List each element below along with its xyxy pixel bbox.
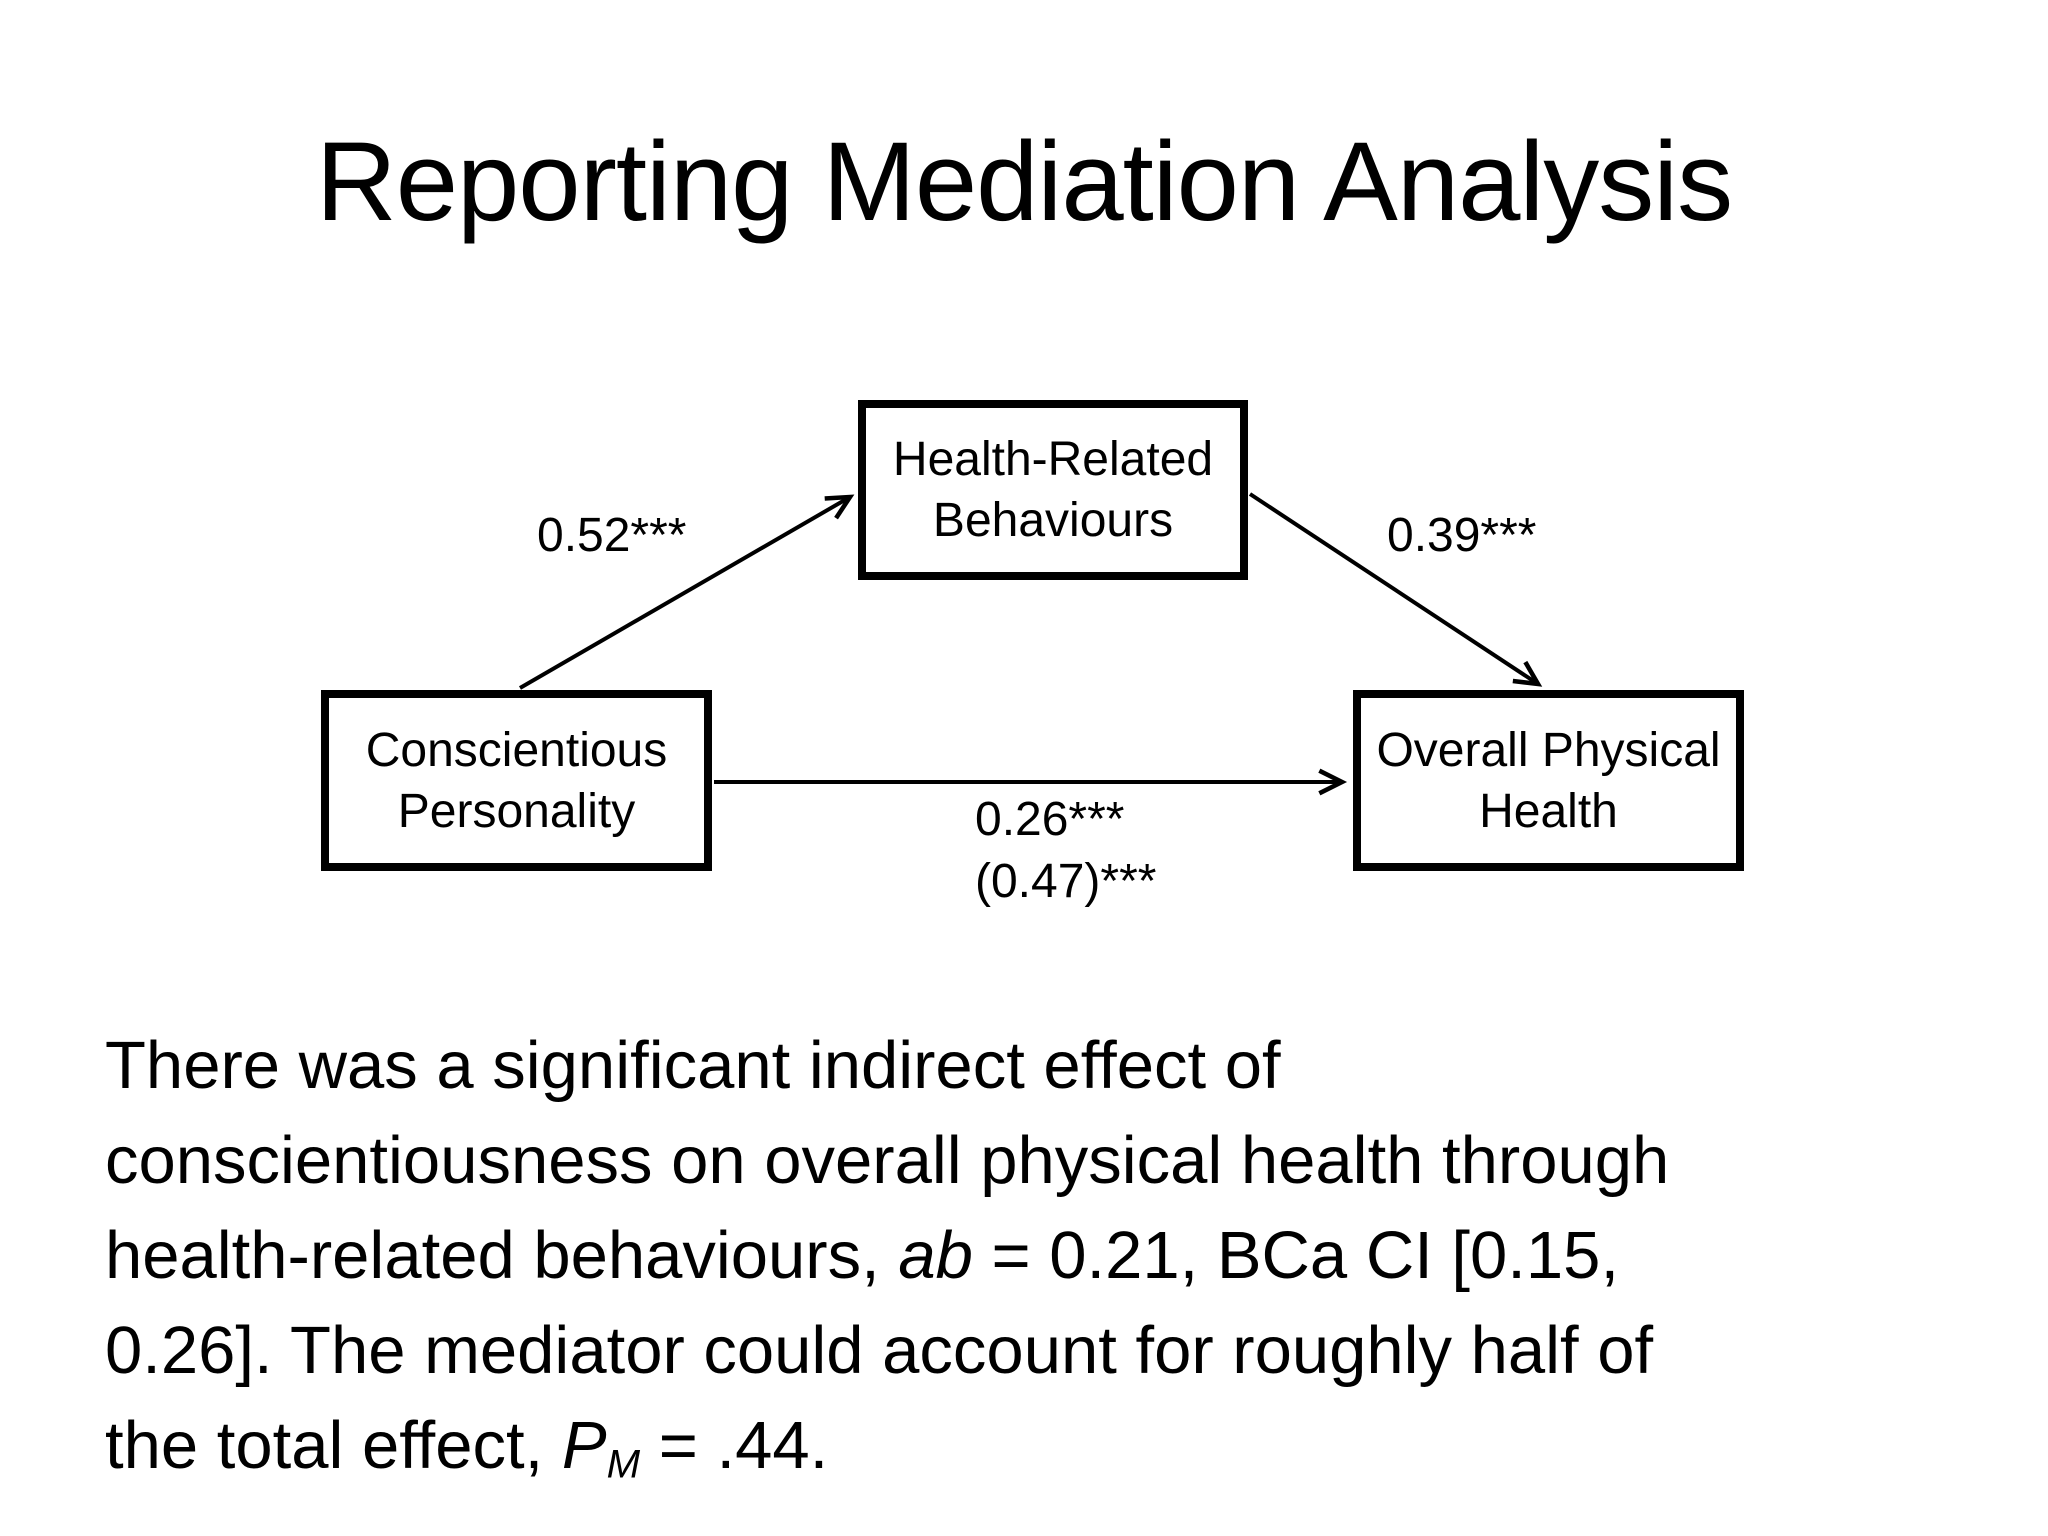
predictor-box: Conscientious Personality (321, 690, 712, 871)
paragraph-segment: ab (898, 1218, 973, 1293)
paragraph-segment: 0.26]. The mediator could account for ro… (105, 1313, 1654, 1388)
paragraph-segment: health-related behaviours, (105, 1218, 899, 1293)
paragraph-segment: the total effect, (105, 1408, 562, 1483)
path-c-coefficients: 0.26*** (0.47)*** (975, 789, 1156, 913)
path-a-arrow (518, 494, 855, 690)
paragraph-line: the total effect, PM = .44. (105, 1398, 2015, 1512)
paragraph-line: There was a significant indirect effect … (105, 1018, 2015, 1113)
paragraph-segment: P (561, 1408, 607, 1483)
paragraph-line: health-related behaviours, ab = 0.21, BC… (105, 1208, 2015, 1303)
path-a-coefficient: 0.52*** (537, 509, 687, 562)
paragraph-segment: = .44. (640, 1408, 829, 1483)
paragraph-segment: M (606, 1441, 641, 1487)
paragraph-segment: conscientiousness on overall physical he… (105, 1123, 1670, 1198)
outcome-box: Overall Physical Health (1353, 690, 1744, 871)
mediator-box: Health-Related Behaviours (858, 400, 1248, 580)
paragraph-line: conscientiousness on overall physical he… (105, 1113, 2015, 1208)
path-c-direct-coefficient: 0.26*** (975, 793, 1125, 846)
paragraph-segment: There was a significant indirect effect … (105, 1028, 1281, 1103)
path-b-arrow (1248, 492, 1543, 687)
path-c-total-coefficient: (0.47)*** (975, 855, 1157, 908)
summary-paragraph: There was a significant indirect effect … (105, 1018, 2015, 1512)
paragraph-segment: = 0.21, BCa CI [0.15, (972, 1218, 1620, 1293)
path-b-coefficient: 0.39*** (1387, 509, 1537, 562)
slide-title: Reporting Mediation Analysis (315, 119, 1733, 244)
paragraph-line: 0.26]. The mediator could account for ro… (105, 1303, 2015, 1398)
